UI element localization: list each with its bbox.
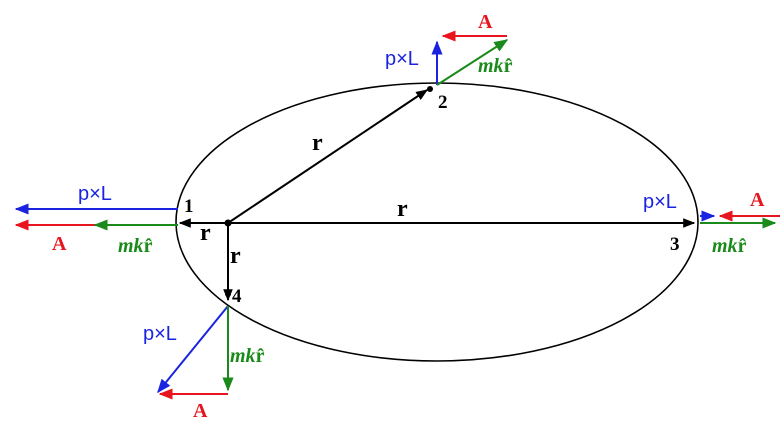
point-2-mkr-arrow	[436, 39, 509, 86]
r-label-left: r	[200, 220, 211, 246]
a-label-3: A	[750, 189, 765, 211]
pxl-label-4: p×L	[143, 323, 177, 345]
pxl-label-3: p×L	[643, 191, 677, 213]
r-label-horizontal: r	[397, 196, 408, 222]
mkr-label-3: mkr̂	[712, 235, 747, 257]
point-1-label: 1	[184, 196, 194, 217]
a-label-1: A	[52, 233, 67, 255]
r-label-vertical: r	[230, 243, 241, 269]
mkr-label-1: mkr̂	[118, 235, 153, 257]
r-label-diagonal: r	[312, 130, 323, 156]
point-4-pxl-arrow	[157, 305, 229, 394]
mkr-label-2: mkr̂	[478, 55, 513, 77]
a-label-4: A	[193, 400, 208, 422]
point-2-dot	[427, 86, 433, 92]
pxl-label-1: p×L	[78, 183, 112, 205]
a-label-2: A	[478, 11, 493, 33]
focus-point	[224, 219, 232, 227]
radius-vector-2	[227, 89, 428, 224]
mkr-label-4: mkr̂	[230, 345, 265, 367]
point-4-label: 4	[232, 286, 242, 307]
point-4-dot	[225, 291, 231, 297]
pxl-label-2: p×L	[385, 48, 419, 70]
point-2-label: 2	[438, 92, 448, 113]
point-3-label: 3	[670, 234, 680, 255]
